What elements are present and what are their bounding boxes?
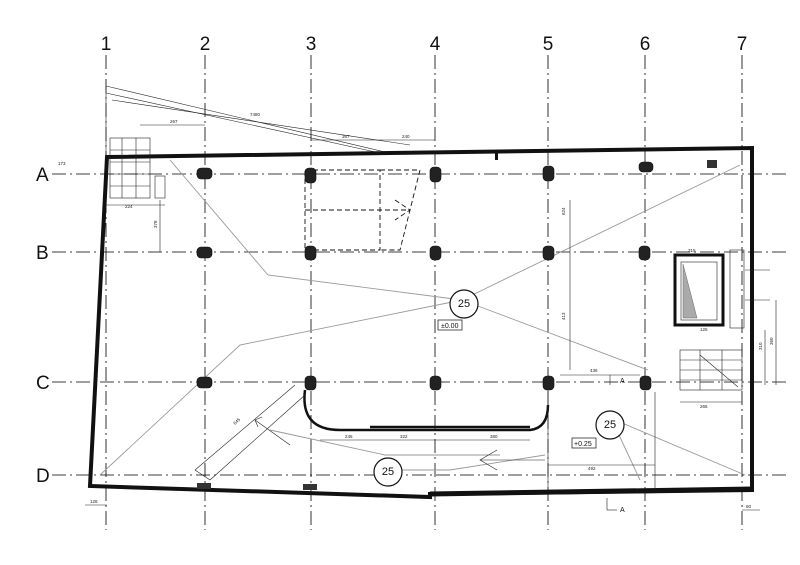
column-B3 <box>304 245 317 261</box>
row-label-C: C <box>36 373 50 394</box>
slope-lines <box>99 159 746 481</box>
level-markers: ±0.00 +0.25 <box>437 319 597 449</box>
dimension-side-a: 224 <box>125 204 133 209</box>
ramp: 645 245 322 380 <box>194 384 550 481</box>
dimension-vert-b: 413 <box>561 312 566 320</box>
dimension-left-a: 173 <box>58 161 66 166</box>
column-label-1: 1 <box>101 34 112 55</box>
dimension-low-a: 245 <box>345 434 353 439</box>
slope-circle-right <box>595 410 625 440</box>
structural-columns <box>196 161 654 391</box>
dimension-left-b: 378 <box>153 220 158 228</box>
shaft-room: 315 125 <box>673 248 770 332</box>
extension-line-inner <box>105 92 381 154</box>
stair-right: 265 <box>679 349 743 409</box>
dimension-top-a: 267 <box>170 119 178 124</box>
column-label-2: 2 <box>200 34 211 55</box>
row-label-B: B <box>36 243 49 264</box>
bottom-wall-segment <box>429 486 753 497</box>
dimension-line-top <box>111 99 411 146</box>
section-marker: A A <box>606 375 625 514</box>
dimension-top-long: 7480 <box>250 112 261 117</box>
column-A3 <box>304 167 317 184</box>
shaft-outer <box>673 253 725 327</box>
outer-wall <box>87 145 754 500</box>
column-C6 <box>639 375 652 391</box>
dimension-right-a-label: 315 <box>688 248 696 253</box>
slope-indicators: 25 25 25 <box>373 289 625 487</box>
top-extension: 7480 267 367 240 <box>105 85 435 157</box>
dimension-low-b: 322 <box>400 434 408 439</box>
slope-circle-lower <box>373 457 403 487</box>
right-room-lines: 436 492 624 413 <box>547 200 656 490</box>
column-A4 <box>429 166 442 183</box>
column-B6 <box>638 245 651 261</box>
column-B4 <box>429 245 442 261</box>
row-labels: A B C D <box>36 165 50 487</box>
column-C4 <box>429 375 442 391</box>
column-A5 <box>542 165 555 182</box>
row-grid-lines <box>52 173 790 476</box>
dimension-bottom-right: 60 <box>746 504 752 509</box>
dimension-right-g: 125 <box>700 327 708 332</box>
column-A2 <box>196 167 213 180</box>
dimension-ramp: 645 <box>232 417 241 426</box>
outer-dimensions: 126 60 310 360 378 <box>85 200 777 511</box>
column-label-5: 5 <box>543 34 554 55</box>
extension-line-outer <box>105 85 386 153</box>
column-grid-lines <box>105 55 743 530</box>
shaft-hatch <box>682 263 698 319</box>
column-label-6: 6 <box>640 34 651 55</box>
column-B5 <box>542 245 555 261</box>
section-marker-bottom: A <box>620 507 625 514</box>
column-C3 <box>304 375 317 391</box>
slope-value-right: 25 <box>604 419 616 431</box>
column-A6 <box>638 161 654 173</box>
section-marker-top: A <box>620 378 625 385</box>
column-label-7: 7 <box>737 34 748 55</box>
hatched-blocks <box>197 152 717 490</box>
column-label-3: 3 <box>306 34 317 55</box>
dimension-right-c: 265 <box>700 404 708 409</box>
dimension-right-e: 360 <box>769 337 774 345</box>
stair-left: 173 224 <box>58 137 166 209</box>
dimension-bottom-left: 126 <box>90 499 98 504</box>
dimension-right-b: 436 <box>590 368 598 373</box>
dimension-top-c: 240 <box>402 134 410 139</box>
column-label-4: 4 <box>430 34 441 55</box>
level-right: +0.25 <box>574 441 592 448</box>
dimension-low-c: 380 <box>490 434 498 439</box>
column-labels: 1 2 3 4 5 6 7 <box>101 34 748 55</box>
slope-value-lower: 25 <box>382 466 394 478</box>
slope-value-upper: 25 <box>458 298 470 310</box>
column-C5 <box>542 375 555 391</box>
dashed-structure <box>304 169 421 251</box>
slope-circle-upper <box>449 289 479 319</box>
level-main: ±0.00 <box>441 323 459 330</box>
dimension-vert-a: 624 <box>561 207 566 215</box>
row-label-D: D <box>36 466 50 487</box>
column-B2 <box>196 246 213 259</box>
row-label-A: A <box>36 165 49 186</box>
column-C2 <box>196 376 213 389</box>
dimension-top-b: 367 <box>342 134 350 139</box>
dimension-right-d: 310 <box>758 342 763 350</box>
dimension-right-a: 492 <box>588 466 596 471</box>
